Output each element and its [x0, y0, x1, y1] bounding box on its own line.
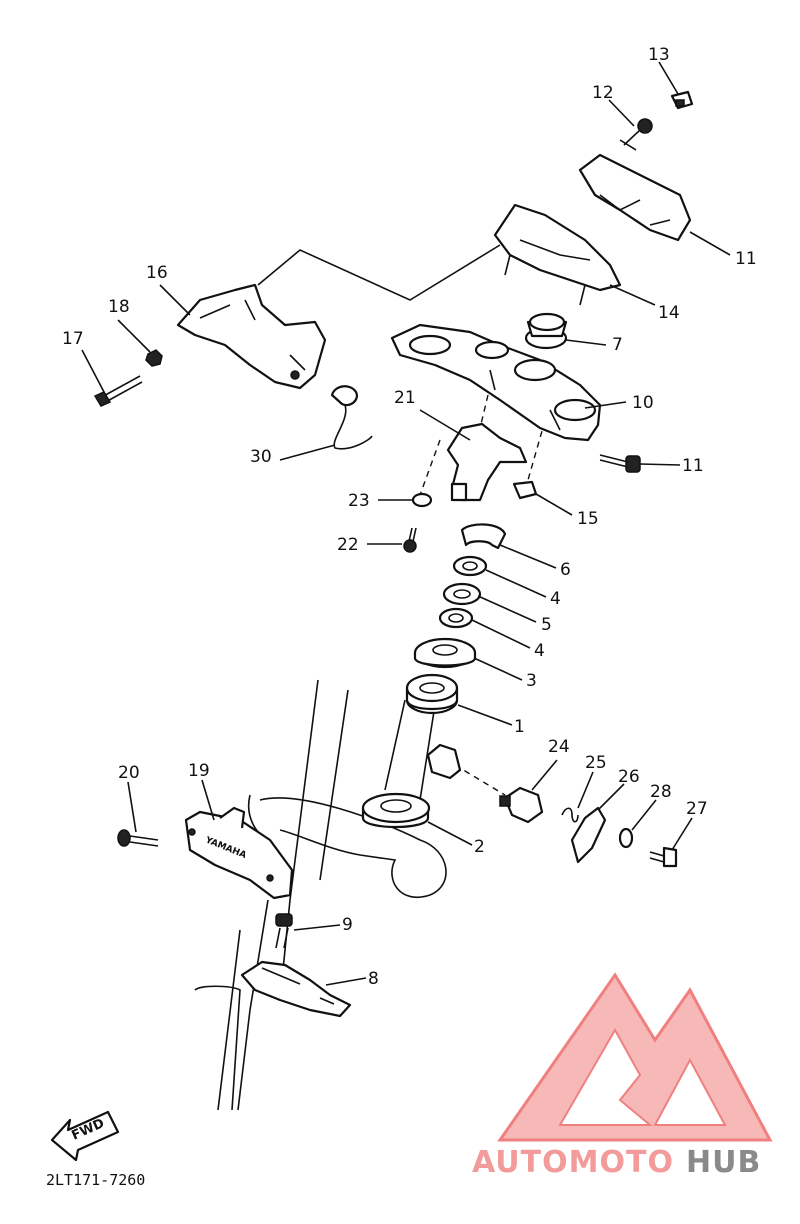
part-26-spring [561, 807, 579, 823]
callout-1: 1 [514, 717, 525, 737]
part-13-bolt [619, 118, 653, 151]
callout-2: 2 [474, 837, 485, 857]
part-24-nut [411, 492, 433, 508]
callout-26: 25 [585, 753, 607, 773]
callout-27: 26 [618, 767, 640, 787]
part-22-bracket [446, 422, 528, 502]
part-18-bolt [93, 375, 143, 407]
callout-12: 11 [735, 249, 757, 269]
callout-18: 17 [62, 329, 84, 349]
callout-22: 21 [394, 388, 416, 408]
part-27-cover-plate [570, 806, 607, 864]
callout-3: 3 [526, 671, 537, 691]
callout-24: 23 [348, 491, 370, 511]
part-2-lower-bearing [361, 792, 431, 829]
part-7-crown-nut [524, 312, 568, 350]
part-1-bearing [405, 673, 459, 715]
part-14-screw [670, 90, 694, 110]
fork-outline [194, 679, 447, 1111]
part-21-bolt [117, 829, 159, 847]
part-20-emblem-bracket: YAMAHA [184, 806, 294, 900]
part-23-bolt [403, 527, 417, 553]
callout-14: 13 [648, 45, 670, 65]
callout-29: 28 [650, 782, 672, 802]
callout-9: 9 [342, 915, 353, 935]
callout-15: 14 [658, 303, 680, 323]
watermark-text-automoto: AUTOMOTO [472, 1145, 674, 1180]
callout-30: 30 [250, 447, 272, 467]
part-30-wire-clip [330, 385, 373, 450]
callout-4-lower: 4 [534, 641, 545, 661]
callout-21: 20 [118, 763, 140, 783]
fwd-arrow: FWD [50, 1110, 120, 1162]
part-4-ring-nut-lower [438, 607, 474, 629]
part-6-lock-washer [460, 523, 507, 550]
watermark-logo: AUTOMOTO HUB [472, 972, 773, 1180]
callout-20: 19 [188, 761, 210, 781]
part-25-damper [426, 743, 544, 824]
callout-16: 15 [577, 509, 599, 529]
callout-10: 10 [632, 393, 654, 413]
callout-8: 8 [368, 969, 379, 989]
part-12-handlebar-holder-upper [578, 153, 692, 242]
part-19-nut [145, 349, 163, 367]
part-28-knob-bolt [649, 846, 678, 868]
part-29-washer [618, 827, 634, 849]
part-8-lower-plate [240, 960, 352, 1018]
part-9-bolt [275, 913, 293, 949]
leader-lines [81, 61, 731, 986]
watermark-text-hub: HUB [686, 1145, 761, 1180]
diagram-id-caption: 2LT171-7260 [46, 1171, 145, 1189]
part-15-holder [493, 203, 622, 306]
callout-6: 6 [560, 560, 571, 580]
part-5-washer [442, 582, 482, 606]
callout-7: 7 [612, 335, 623, 355]
callout-17: 16 [146, 263, 168, 283]
callout-11: 11 [682, 456, 704, 476]
part-3-bearing-cover [413, 637, 477, 669]
callout-labels: 13 12 11 14 16 18 17 30 21 7 10 11 23 15… [62, 45, 757, 989]
callout-28: 27 [686, 799, 708, 819]
callout-5: 5 [541, 615, 552, 635]
callout-19: 18 [108, 297, 130, 317]
part-16-nut [512, 480, 538, 500]
callout-13: 12 [592, 83, 614, 103]
part-4-ring-nut-upper [452, 555, 488, 577]
callout-4-upper: 4 [550, 589, 561, 609]
part-17-handlebar-holder [176, 283, 327, 390]
part-10-upper-bracket [390, 323, 602, 442]
callout-25: 24 [548, 737, 570, 757]
part-11-bolt [599, 454, 641, 473]
callout-23: 22 [337, 535, 359, 555]
